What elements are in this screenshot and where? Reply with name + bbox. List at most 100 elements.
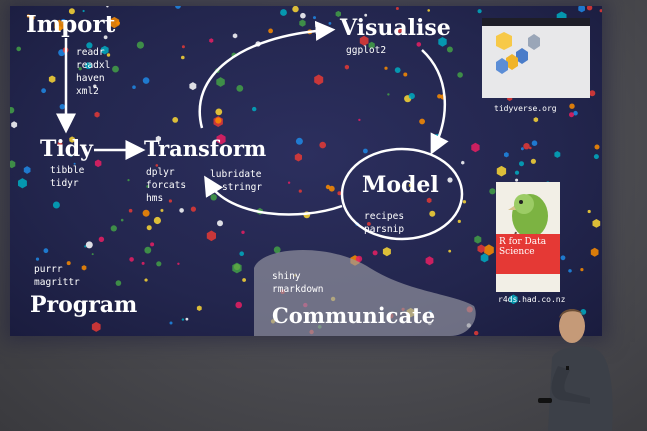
transform-back-packages: lubridate stringr — [210, 168, 262, 194]
confetti-dot — [30, 15, 35, 20]
confetti-dot — [447, 177, 453, 183]
confetti-dot — [241, 230, 245, 234]
confetti-dot — [395, 7, 399, 10]
presenter-head — [559, 309, 585, 343]
confetti-dot — [587, 209, 591, 214]
package-lubridate: lubridate — [210, 169, 262, 180]
confetti-hex — [48, 75, 56, 83]
confetti-dot — [146, 185, 150, 188]
confetti-dot — [448, 249, 452, 253]
confetti-hex — [232, 33, 238, 39]
confetti-dot — [514, 170, 520, 175]
confetti-dot — [358, 118, 361, 122]
confetti-dot — [477, 9, 482, 14]
confetti-dot — [91, 253, 94, 256]
confetti-dot — [416, 42, 422, 47]
confetti-dot — [457, 72, 463, 78]
confetti-dot — [292, 6, 299, 13]
confetti-dot — [115, 280, 122, 286]
confetti-dot — [313, 16, 316, 20]
confetti-hex — [116, 21, 120, 26]
confetti-hex — [94, 159, 102, 168]
communicate-packages: shiny rmarkdown — [272, 270, 323, 296]
book-url-caption: r4ds.had.co.nz — [498, 295, 566, 304]
confetti-dot — [190, 206, 196, 212]
confetti-dot — [41, 88, 46, 94]
confetti-hex — [91, 321, 101, 332]
confetti-hex — [314, 74, 324, 85]
confetti-dot — [589, 90, 596, 97]
confetti-dot — [16, 46, 21, 52]
confetti-dot — [175, 6, 181, 9]
confetti-hex — [461, 160, 465, 165]
confetti-dot — [519, 161, 524, 167]
confetti-hex — [196, 305, 202, 311]
confetti-dot — [403, 72, 408, 77]
confetti-hex — [504, 152, 509, 158]
package-hms: hms — [146, 193, 164, 204]
confetti-dot — [172, 117, 179, 123]
confetti-dot — [169, 321, 173, 325]
confetti-dot — [529, 146, 532, 150]
confetti-dot — [128, 208, 133, 213]
confetti-dot — [394, 67, 401, 73]
import-packages: readr readxl haven xml2 — [76, 46, 110, 98]
confetti-dot — [569, 112, 574, 118]
confetti-dot — [106, 53, 111, 57]
confetti-dot — [168, 199, 172, 203]
confetti-dot — [273, 246, 281, 254]
package-tidyr: tidyr — [50, 178, 79, 189]
confetti-dot — [300, 12, 306, 19]
confetti-hex — [474, 235, 482, 244]
confetti-dot — [68, 8, 75, 15]
confetti-dot — [580, 268, 584, 272]
confetti-hex — [359, 35, 369, 46]
transform-packages: dplyr forcats hms — [146, 166, 186, 205]
confetti-hex — [477, 244, 485, 253]
confetti-hex — [344, 64, 349, 70]
hex-stickers-image — [496, 32, 540, 74]
book-title-band: R for Data Science — [496, 234, 560, 274]
confetti-dot — [120, 218, 124, 222]
confetti-dot — [372, 250, 378, 256]
confetti-dot — [408, 183, 412, 187]
confetti-dot — [215, 108, 223, 116]
confetti-dot — [132, 85, 136, 89]
package-shiny: shiny — [272, 271, 301, 282]
confetti-dot — [328, 185, 335, 192]
confetti-dot — [569, 103, 575, 109]
confetti-dot — [363, 148, 368, 154]
confetti-dot — [153, 216, 161, 225]
confetti-dot — [82, 9, 85, 13]
confetti-dot — [93, 84, 97, 88]
confetti-hex — [69, 136, 75, 143]
confetti-dot — [586, 6, 593, 11]
confetti-hex — [18, 178, 27, 189]
confetti-dot — [474, 330, 479, 336]
confetti-dot — [215, 117, 222, 124]
confetti-dot — [489, 188, 496, 195]
package-stringr: stringr — [222, 182, 263, 193]
confetti-hex — [425, 256, 434, 266]
confetti-dot — [239, 251, 244, 256]
confetti-hex — [209, 38, 214, 43]
confetti-dot — [252, 106, 257, 112]
confetti-dot — [86, 42, 93, 49]
model-packages: recipes parsnip — [364, 210, 404, 236]
confetti-dot — [319, 141, 327, 149]
website-caption: tidyverse.org — [494, 104, 557, 113]
confetti-dot — [156, 261, 162, 267]
confetti-dot — [155, 164, 159, 167]
confetti-dot — [106, 6, 109, 8]
visualise-to-model-arrow — [421, 49, 449, 155]
confetti-hex — [101, 45, 109, 55]
stage-model: Model — [362, 172, 439, 198]
confetti-hex — [78, 66, 82, 71]
confetti-dot — [10, 107, 15, 114]
confetti-hex — [335, 10, 341, 17]
confetti-dot — [142, 77, 150, 84]
package-readr: readr — [76, 47, 105, 58]
confetti-dot — [364, 13, 368, 17]
confetti-dot — [185, 317, 189, 321]
communicate-blob — [254, 249, 476, 336]
